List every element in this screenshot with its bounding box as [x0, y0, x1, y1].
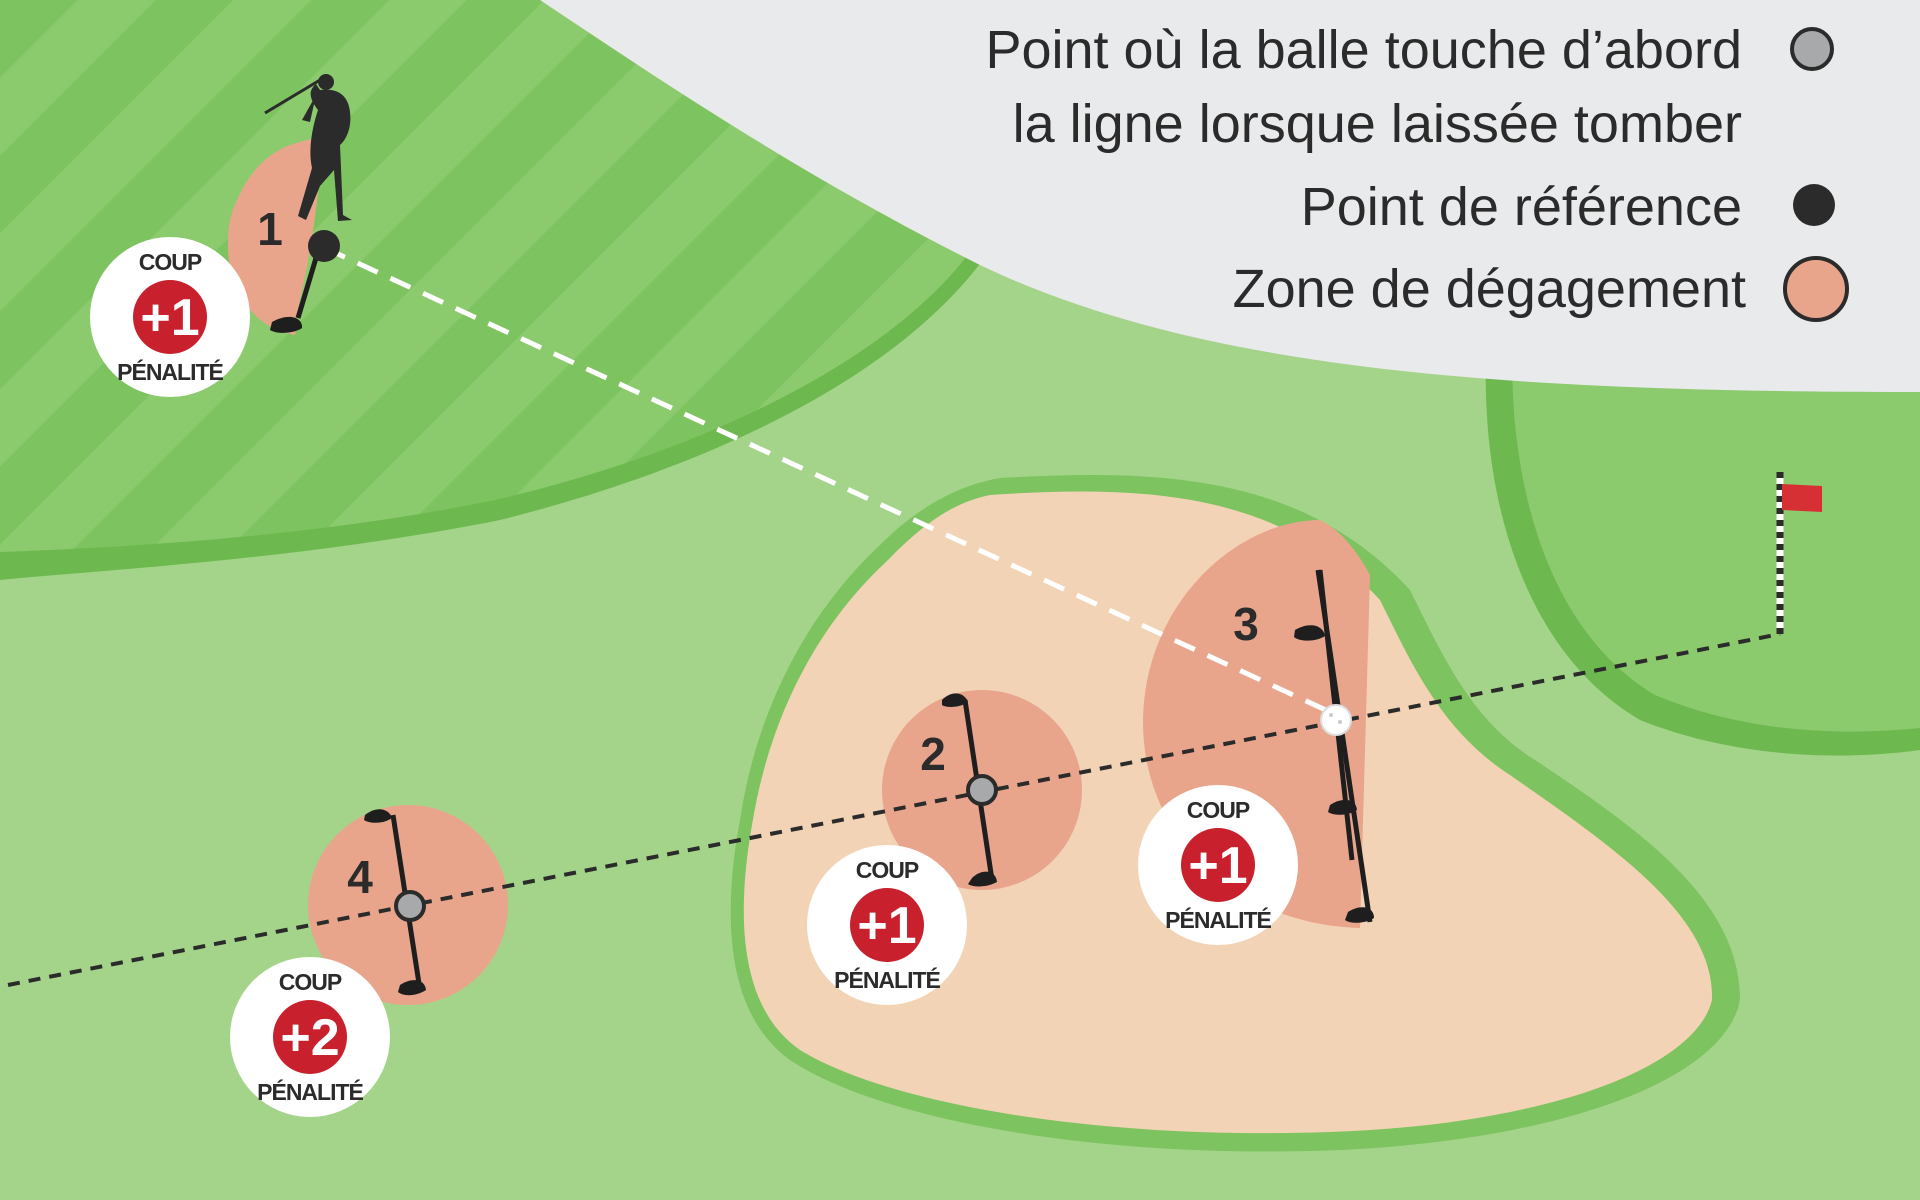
legend-first-touch-line1: Point où la balle touche d’abord [985, 20, 1742, 80]
penalty-badge-2-bottom: PÉNALITÉ [834, 966, 940, 993]
golfer-silhouette-icon [264, 74, 352, 221]
legend-first-touch-line2: la ligne lorsque laissée tomber [1013, 94, 1742, 154]
relief-zone-1-main [228, 140, 322, 334]
flag-icon [1776, 472, 1822, 634]
reference-point [308, 230, 340, 262]
zone-number-4: 4 [347, 851, 373, 903]
golf-ball-icon [1320, 704, 1352, 736]
legend-relief-area: Zone de dégagement [1233, 259, 1746, 319]
penalty-badge-3-value: +1 [1188, 837, 1247, 895]
penalty-badge-4-top: COUP [279, 969, 342, 995]
penalty-badge-4: COUP +2 PÉNALITÉ [230, 957, 390, 1117]
penalty-badge-2: COUP +1 PÉNALITÉ [807, 845, 967, 1005]
penalty-badge-3-top: COUP [1187, 797, 1250, 823]
penalty-badge-4-bottom: PÉNALITÉ [257, 1078, 363, 1105]
penalty-badge-4-value: +2 [280, 1009, 339, 1067]
penalty-badge-1-top: COUP [139, 249, 202, 275]
penalty-badge-2-value: +1 [857, 897, 916, 955]
legend-relief-area-marker [1783, 256, 1849, 322]
first-touch-point-4 [394, 890, 426, 922]
zone-number-3: 3 [1233, 598, 1259, 650]
putting-green [1485, 300, 1920, 756]
ball-flight-path [323, 245, 1332, 715]
legend-reference-point: Point de référence [1301, 177, 1742, 237]
legend-reference-marker [1793, 184, 1835, 226]
penalty-badge-1-bottom: PÉNALITÉ [117, 358, 223, 385]
penalty-badge-2-top: COUP [856, 857, 919, 883]
legend-first-touch-marker [1790, 27, 1834, 71]
penalty-badge-3-bottom: PÉNALITÉ [1165, 906, 1271, 933]
line-of-play [7, 632, 1781, 987]
penalty-badge-1-value: +1 [140, 289, 199, 347]
fairway [0, 0, 1000, 580]
zone-number-2: 2 [920, 728, 946, 780]
first-touch-point-2 [966, 774, 998, 806]
penalty-badge-1: COUP +1 PÉNALITÉ [90, 237, 250, 397]
zone-number-1: 1 [257, 203, 283, 255]
club-heads [270, 316, 1374, 996]
legend: Point où la balle touche d’abord la lign… [540, 0, 1920, 392]
penalty-badge-3: COUP +1 PÉNALITÉ [1138, 785, 1298, 945]
